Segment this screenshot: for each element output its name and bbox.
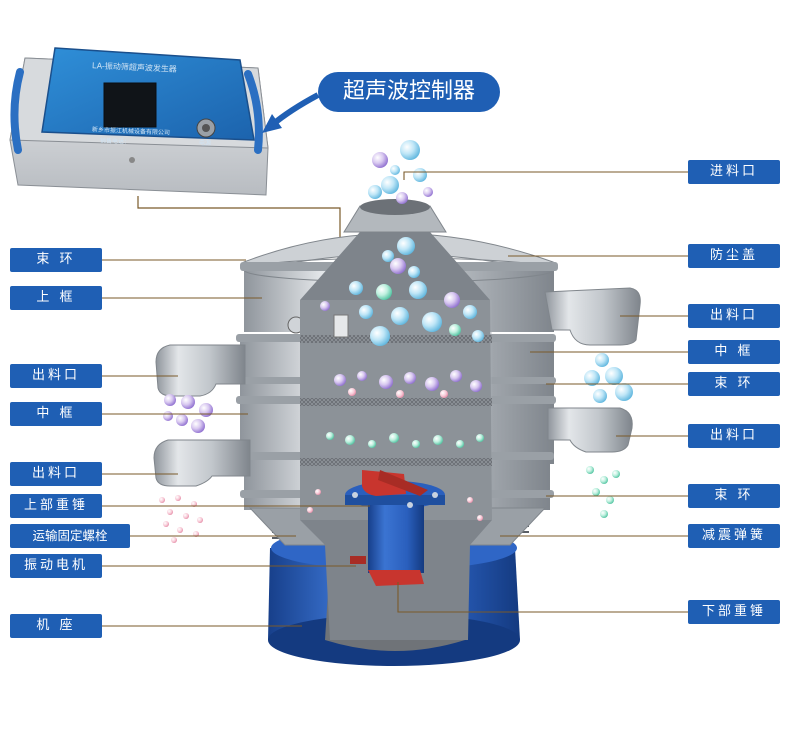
lower-outlet-right <box>547 407 633 453</box>
label-upper-weight: 上部重锤 <box>10 494 102 518</box>
label-lower-weight: 下部重锤 <box>688 600 780 624</box>
leader-lines <box>102 171 688 627</box>
label-dust-cover: 防尘盖 <box>688 244 780 268</box>
label-outlet-left-1: 出料口 <box>10 364 102 388</box>
label-transport-bolt: 运输固定螺栓 <box>10 524 130 548</box>
screen-mesh-2 <box>300 398 492 406</box>
label-outlet-right-1: 出料口 <box>688 304 780 328</box>
callout-arrow <box>270 92 320 128</box>
lower-weight <box>368 570 424 586</box>
label-middle-frame-left: 中 框 <box>10 402 102 426</box>
label-outlet-left-2: 出料口 <box>10 462 102 486</box>
label-vibration-motor: 振动电机 <box>10 554 102 578</box>
screen-mesh-3 <box>300 458 492 466</box>
ultrasonic-controller <box>9 47 269 196</box>
middle-outlet-left <box>155 344 246 397</box>
upper-outlet-right <box>544 287 641 346</box>
ultrasonic-controller-callout: 超声波控制器 <box>318 72 500 112</box>
label-upper-frame: 上 框 <box>10 286 102 310</box>
controller-handle-left <box>10 68 24 154</box>
screen-mesh-1 <box>300 335 492 343</box>
controller-phone-label: 销售电话： <box>99 137 131 146</box>
controller-display <box>103 82 157 128</box>
label-outlet-right-2: 出料口 <box>688 424 780 448</box>
label-feed-inlet: 进料口 <box>688 160 780 184</box>
label-clamp-ring-top-left: 束 环 <box>10 248 102 272</box>
controller-handle-right <box>244 70 263 154</box>
label-clamp-ring-right-2: 束 环 <box>688 484 780 508</box>
bottom-outlet-left <box>153 439 251 487</box>
ultrasonic-transducer <box>333 314 349 338</box>
material-bubbles <box>159 140 633 543</box>
label-damping-spring: 减震弹簧 <box>688 524 780 548</box>
controller-knob-label: 电源 <box>199 140 212 147</box>
label-middle-frame-right: 中 框 <box>688 340 780 364</box>
label-clamp-ring-right-1: 束 环 <box>688 372 780 396</box>
label-machine-base: 机 座 <box>10 614 102 638</box>
